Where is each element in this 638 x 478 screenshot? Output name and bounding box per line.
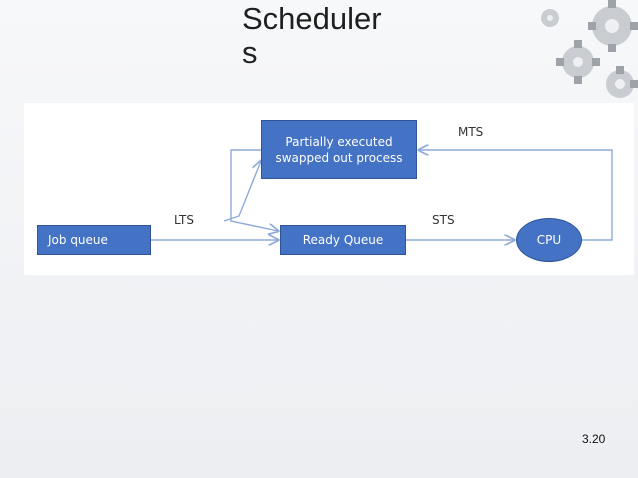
arrow-mts xyxy=(419,150,613,241)
cpu-node: CPU xyxy=(516,218,582,262)
scheduler-diagram: Job queue Ready Queue Partially executed… xyxy=(24,103,634,275)
swapped-out-process-line1: Partially executed xyxy=(285,134,393,149)
arrow-swap-out xyxy=(223,161,261,222)
gears-icon xyxy=(520,0,638,118)
diagram-arrows xyxy=(151,103,613,275)
mts-label: MTS xyxy=(458,125,484,139)
sts-label: STS xyxy=(432,213,455,227)
swapped-out-process-node: Partially executed swapped out process xyxy=(261,120,417,179)
page-number: 3.20 xyxy=(582,432,606,446)
slide-title: Schedulers xyxy=(242,1,382,70)
ready-queue-node: Ready Queue xyxy=(280,225,406,255)
job-queue-node: Job queue xyxy=(37,225,151,255)
arrow-swap-in xyxy=(230,149,278,231)
swapped-out-process-line2: swapped out process xyxy=(275,150,403,165)
lts-label: LTS xyxy=(174,213,194,227)
